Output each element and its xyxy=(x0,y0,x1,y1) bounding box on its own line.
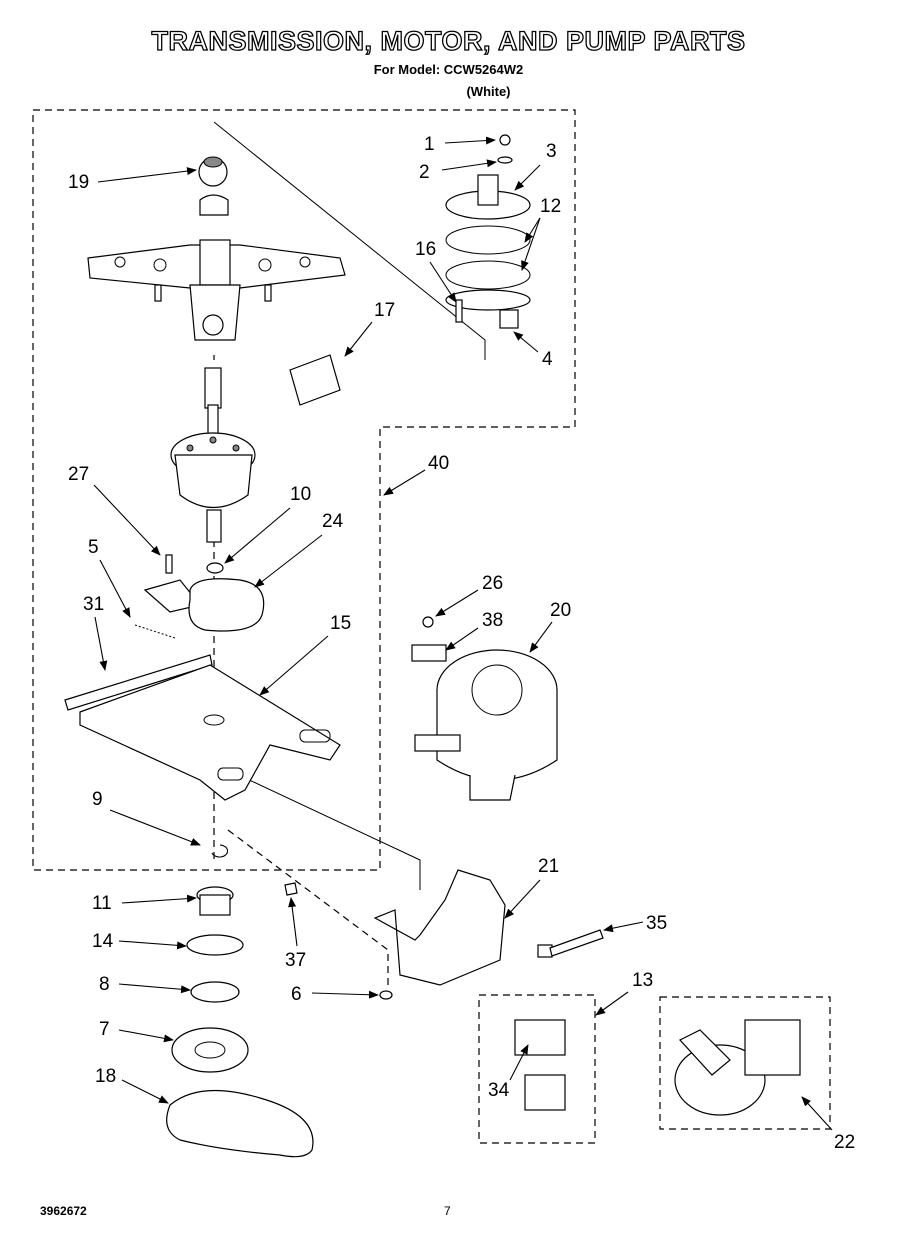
callout-24: 24 xyxy=(322,511,344,532)
model-line: For Model: CCW5264W2 xyxy=(373,62,524,77)
part-6-nut xyxy=(379,990,393,1000)
part-35-tie xyxy=(537,929,604,958)
callout-19: 19 xyxy=(68,172,89,193)
callout-9: 9 xyxy=(92,789,103,810)
group-13-outline xyxy=(478,994,596,1144)
callout-3: 3 xyxy=(546,141,557,162)
spin-spider xyxy=(87,194,346,341)
callout-17: 17 xyxy=(374,300,395,321)
callout-8: 8 xyxy=(99,974,110,995)
callout-21: 21 xyxy=(538,856,559,877)
part-17-clip xyxy=(289,354,341,406)
callout-2: 2 xyxy=(419,162,430,183)
brake-parts xyxy=(134,554,265,639)
callout-15: 15 xyxy=(330,613,351,634)
clutch-assembly xyxy=(445,134,531,329)
callout-16: 16 xyxy=(415,239,436,260)
assembly-line-bottom xyxy=(227,769,421,890)
transmission xyxy=(170,367,256,543)
callout-14: 14 xyxy=(92,931,114,952)
part-19-cap xyxy=(198,156,228,187)
document-number: 3962672 xyxy=(40,1204,87,1218)
page-title: TRANSMISSION, MOTOR, AND PUMP PARTS xyxy=(151,25,746,56)
assembly-line-top xyxy=(213,121,486,360)
transmission-group-outline xyxy=(32,109,576,871)
page-number: 7 xyxy=(444,1204,451,1218)
callout-37: 37 xyxy=(285,950,306,971)
motor xyxy=(411,616,558,801)
part-37-clip xyxy=(284,882,298,896)
part-9-clip xyxy=(211,844,229,858)
callout-18: 18 xyxy=(95,1066,116,1087)
callout-5: 5 xyxy=(88,537,99,558)
callout-1: 1 xyxy=(424,134,435,155)
leader-arrows xyxy=(93,136,833,1131)
callout-27: 27 xyxy=(68,464,89,485)
callout-38: 38 xyxy=(482,610,503,631)
callout-12: 12 xyxy=(540,196,561,217)
callout-4: 4 xyxy=(542,349,553,370)
callout-22: 22 xyxy=(834,1132,855,1153)
color-line: (White) xyxy=(466,84,511,99)
callout-6: 6 xyxy=(291,984,302,1005)
callout-labels: 1 2 3 12 16 19 17 4 27 10 24 5 40 31 15 … xyxy=(68,134,855,1153)
callout-31: 31 xyxy=(83,594,104,615)
base-plate xyxy=(64,654,341,801)
part-22-pump xyxy=(674,1019,801,1116)
group-22-outline xyxy=(659,996,831,1130)
callout-26: 26 xyxy=(482,573,503,594)
axis-to-pump xyxy=(227,829,389,985)
pulley-stack xyxy=(166,886,314,1158)
callout-11: 11 xyxy=(92,893,112,914)
callout-35: 35 xyxy=(646,913,667,934)
callout-13: 13 xyxy=(632,970,653,991)
part-13-parts xyxy=(514,1019,566,1111)
callout-20: 20 xyxy=(550,600,571,621)
callout-7: 7 xyxy=(99,1019,110,1040)
part-21-bracket xyxy=(373,869,506,986)
callout-34: 34 xyxy=(488,1080,510,1101)
callout-10: 10 xyxy=(290,484,311,505)
callout-40: 40 xyxy=(428,453,449,474)
